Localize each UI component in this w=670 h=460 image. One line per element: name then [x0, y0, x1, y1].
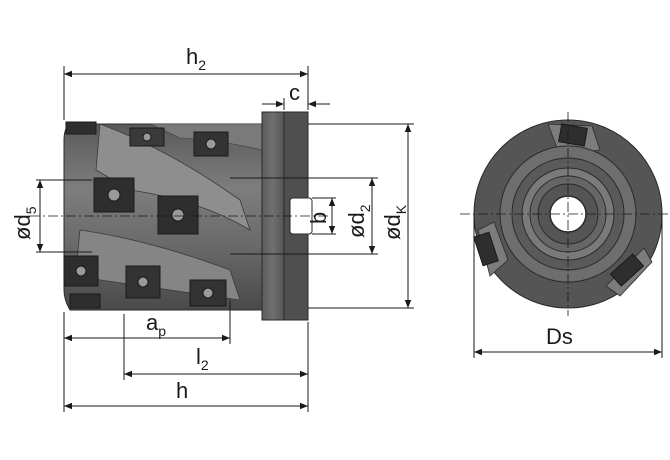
dimension-labels: h2 c ød5 b ød2 ødK ap l2 h Ds [10, 44, 573, 403]
indexable-insert-icon [558, 123, 588, 147]
side-view [30, 111, 330, 321]
indexable-insert-icon [69, 293, 101, 309]
indexable-insert-icon [129, 127, 165, 147]
indexable-insert-icon [63, 255, 99, 287]
dimension-lines [36, 66, 414, 412]
label-Ds: Ds [546, 324, 573, 349]
front-view [460, 112, 668, 316]
label-ap: ap [146, 310, 166, 339]
ds-dimension [473, 214, 663, 358]
label-h: h [176, 378, 188, 403]
label-l2: l2 [196, 344, 209, 373]
indexable-insert-icon [473, 231, 499, 267]
label-d5: ød5 [10, 206, 39, 240]
indexable-insert-icon [193, 131, 229, 157]
label-b: b [306, 212, 331, 224]
label-c: c [289, 80, 300, 105]
indexable-insert-icon [125, 265, 161, 299]
indexable-insert-icon [93, 177, 135, 213]
indexable-insert-icon [189, 279, 227, 307]
label-h2: h2 [186, 44, 206, 73]
indexable-insert-icon [65, 121, 97, 135]
indexable-insert-group [63, 121, 229, 309]
label-d2: ød2 [344, 204, 373, 238]
indexable-insert-icon [609, 253, 645, 287]
label-dK: ødK [380, 204, 409, 240]
indexable-insert-icon [157, 195, 199, 235]
